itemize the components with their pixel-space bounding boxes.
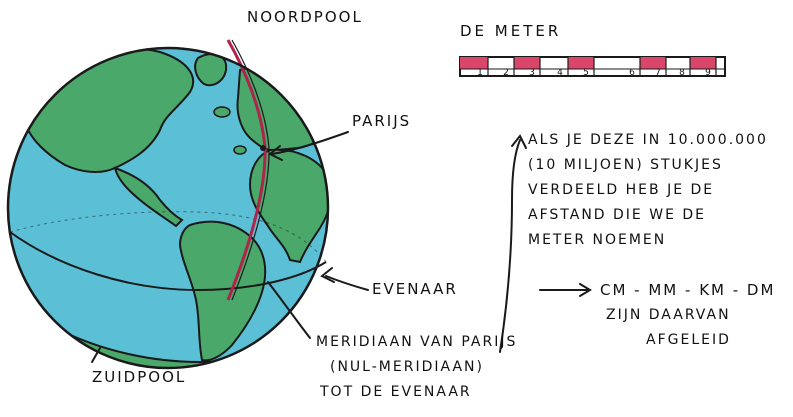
paris-label: PARIJS [352, 112, 412, 130]
explanation-line: (10 MILJOEN) STUKJES [528, 157, 723, 173]
meter-stripe [640, 57, 666, 69]
south-pole-tick [91, 347, 101, 363]
meter-tick-label: 1 [477, 68, 483, 78]
meridian-caption-line: (NUL-MERIDIAAN) [330, 359, 484, 375]
globe-outline [6, 46, 330, 370]
greenland-land [194, 53, 228, 87]
equator-line [9, 231, 327, 292]
paris-arrowhead [268, 145, 283, 161]
meter-tick-label: 8 [679, 68, 685, 78]
meter-tick-label: 4 [557, 68, 563, 78]
africa-land [248, 148, 328, 264]
meter-stripe [460, 57, 488, 69]
meter-tick-label: 2 [503, 68, 509, 78]
meter-stripe [568, 57, 594, 69]
derived-units: CM - MM - KM - DM [600, 281, 776, 299]
derived-line: AFGELEID [646, 332, 731, 348]
north-pole-label: NOORDPOOL [247, 8, 363, 26]
meter-tick-label: 3 [529, 68, 535, 78]
explanation-text: ALS JE DEZE IN 10.000.000 (10 MILJOEN) S… [528, 128, 768, 253]
paris-arrow [271, 131, 349, 155]
meridian-caption-line: TOT DE EVENAAR [320, 384, 472, 400]
derived-line: ZIJN DAARVAN [606, 307, 731, 323]
paris-dot [260, 145, 266, 151]
meter-tick-label: 6 [629, 68, 635, 78]
meter-tick-label: 7 [655, 68, 661, 78]
europe-land [236, 65, 324, 152]
meter-tick-label: 9 [705, 68, 711, 78]
explanation-line: VERDEELD HEB JE DE [528, 182, 715, 198]
meter-tick-labels: 1 2 3 4 5 6 7 8 9 [477, 68, 711, 78]
meridian-caption: MERIDIAAN VAN PARIJS (NUL-MERIDIAAN) TOT… [316, 330, 517, 405]
annotation-arrows [91, 131, 592, 363]
meter-stick: 1 2 3 4 5 6 7 8 9 [459, 56, 726, 78]
meter-tick-label: 5 [583, 68, 589, 78]
equator-arrow [325, 275, 369, 291]
paris-meridian-outline [231, 39, 270, 301]
explanation-arrowhead [511, 134, 527, 149]
meter-stripe [514, 57, 540, 69]
derived-text: ZIJN DAARVAN AFGELEID [606, 303, 731, 353]
derived-arrowhead [579, 283, 592, 297]
explanation-line: AFSTAND DIE WE DE [528, 207, 706, 223]
meter-title: DE METER [460, 22, 562, 40]
meridian-pointer [267, 281, 311, 339]
explanation-arrow [499, 139, 521, 353]
meter-stripe [690, 57, 716, 69]
equator-label: EVENAAR [372, 280, 458, 298]
meridian-caption-line: MERIDIAAN VAN PARIJS [316, 334, 518, 350]
equator-line-back [9, 211, 327, 263]
equator-arrowhead [320, 267, 335, 283]
globe [6, 39, 330, 370]
south-pole-label: ZUIDPOOL [92, 368, 187, 386]
explanation-line: METER NOEMEN [528, 232, 667, 248]
explanation-line: ALS JE DEZE IN 10.000.000 [528, 132, 768, 148]
island [213, 106, 231, 118]
island [233, 145, 247, 155]
